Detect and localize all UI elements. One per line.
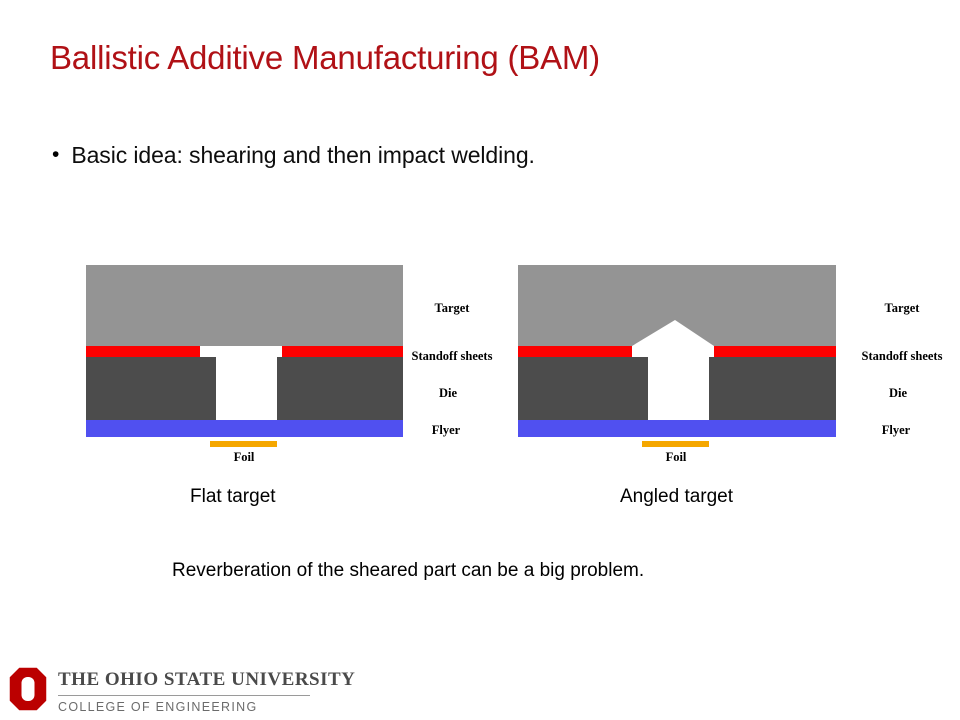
osu-logo: The Ohio State University College of Eng…	[8, 666, 355, 717]
flyer-layer	[518, 420, 836, 437]
osu-logo-text: The Ohio State University College of Eng…	[58, 669, 355, 714]
bullet-marker-icon: •	[52, 143, 60, 166]
page-title: Ballistic Additive Manufacturing (BAM)	[50, 39, 600, 76]
label-target: Target	[885, 301, 921, 315]
label-standoff-sheets: Standoff sheets	[412, 349, 493, 363]
die-layer-right	[709, 357, 836, 420]
diagram-flat-target: Target Standoff sheets Die Flyer Foil	[86, 265, 506, 465]
osu-block-o-icon	[8, 666, 48, 717]
label-standoff-sheets: Standoff sheets	[862, 349, 943, 363]
flyer-layer	[86, 420, 403, 437]
target-layer-body	[86, 265, 403, 346]
label-foil: Foil	[234, 450, 255, 464]
caption-flat-target: Flat target	[190, 486, 276, 507]
bullet-text: Basic idea: shearing and then impact wel…	[71, 142, 535, 168]
foil-strip	[642, 441, 709, 447]
label-die: Die	[889, 386, 908, 400]
caption-angled-target: Angled target	[620, 486, 734, 507]
standoff-sheet-right	[714, 346, 836, 357]
foil-strip	[210, 441, 277, 447]
osu-college-name: College of Engineering	[58, 699, 258, 714]
figure-note: Reverberation of the sheared part can be…	[172, 560, 645, 581]
standoff-sheet-left	[518, 346, 632, 357]
label-die: Die	[439, 386, 458, 400]
die-layer-left	[86, 357, 216, 420]
label-target: Target	[435, 301, 471, 315]
flat-target-svg: Target Standoff sheets Die Flyer Foil	[86, 265, 493, 464]
die-layer-left	[518, 357, 648, 420]
label-foil: Foil	[666, 450, 687, 464]
standoff-sheet-left	[86, 346, 200, 357]
target-layer	[518, 265, 836, 357]
die-layer-right	[277, 357, 403, 420]
bullet-item: • Basic idea: shearing and then impact w…	[52, 142, 535, 169]
label-flyer: Flyer	[882, 423, 911, 437]
diagram-angled-target: Target Standoff sheets Die Flyer Foil	[518, 265, 958, 465]
logo-divider	[58, 694, 310, 696]
standoff-sheet-right	[282, 346, 403, 357]
label-flyer: Flyer	[432, 423, 461, 437]
angled-target-svg: Target Standoff sheets Die Flyer Foil	[518, 265, 943, 464]
osu-university-name: The Ohio State University	[58, 669, 356, 691]
